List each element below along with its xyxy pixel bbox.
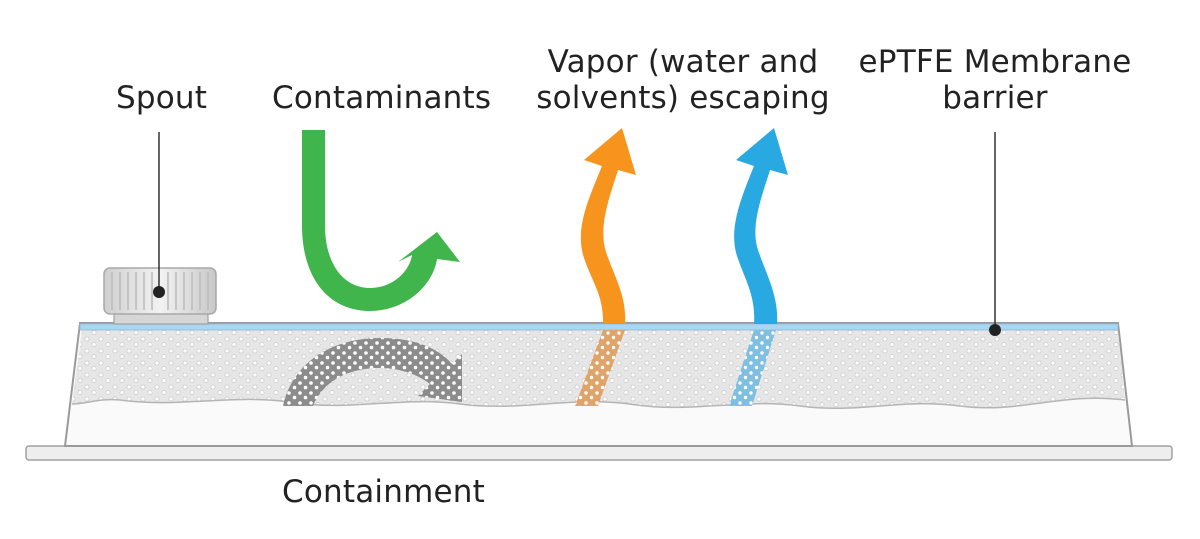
containment-label: Containment: [282, 474, 485, 510]
spout-leader: [153, 132, 165, 298]
membrane-label-line1: ePTFE Membrane: [858, 44, 1132, 80]
membrane-barrier: [79, 323, 1119, 331]
membrane-label-line2: barrier: [942, 80, 1048, 116]
membrane-leader: [989, 132, 1001, 336]
solvent-vapor-arrow: [580, 128, 636, 324]
water-vapor-arrow: [734, 128, 788, 324]
vapor-label-line2: solvents) escaping: [536, 80, 830, 116]
solvent-vapor-path: [575, 330, 625, 406]
contaminants-arrow: [302, 130, 460, 311]
water-vapor-path: [729, 330, 776, 406]
leader-dot-icon: [153, 286, 165, 298]
vapor-label-line1: Vapor (water and: [547, 44, 819, 80]
internal-circulation-arrow: [283, 338, 462, 406]
base-tray: [25, 445, 1173, 461]
leader-dot-icon: [989, 324, 1001, 336]
contaminants-label: Contaminants: [272, 80, 492, 116]
spout-label: Spout: [116, 80, 208, 116]
